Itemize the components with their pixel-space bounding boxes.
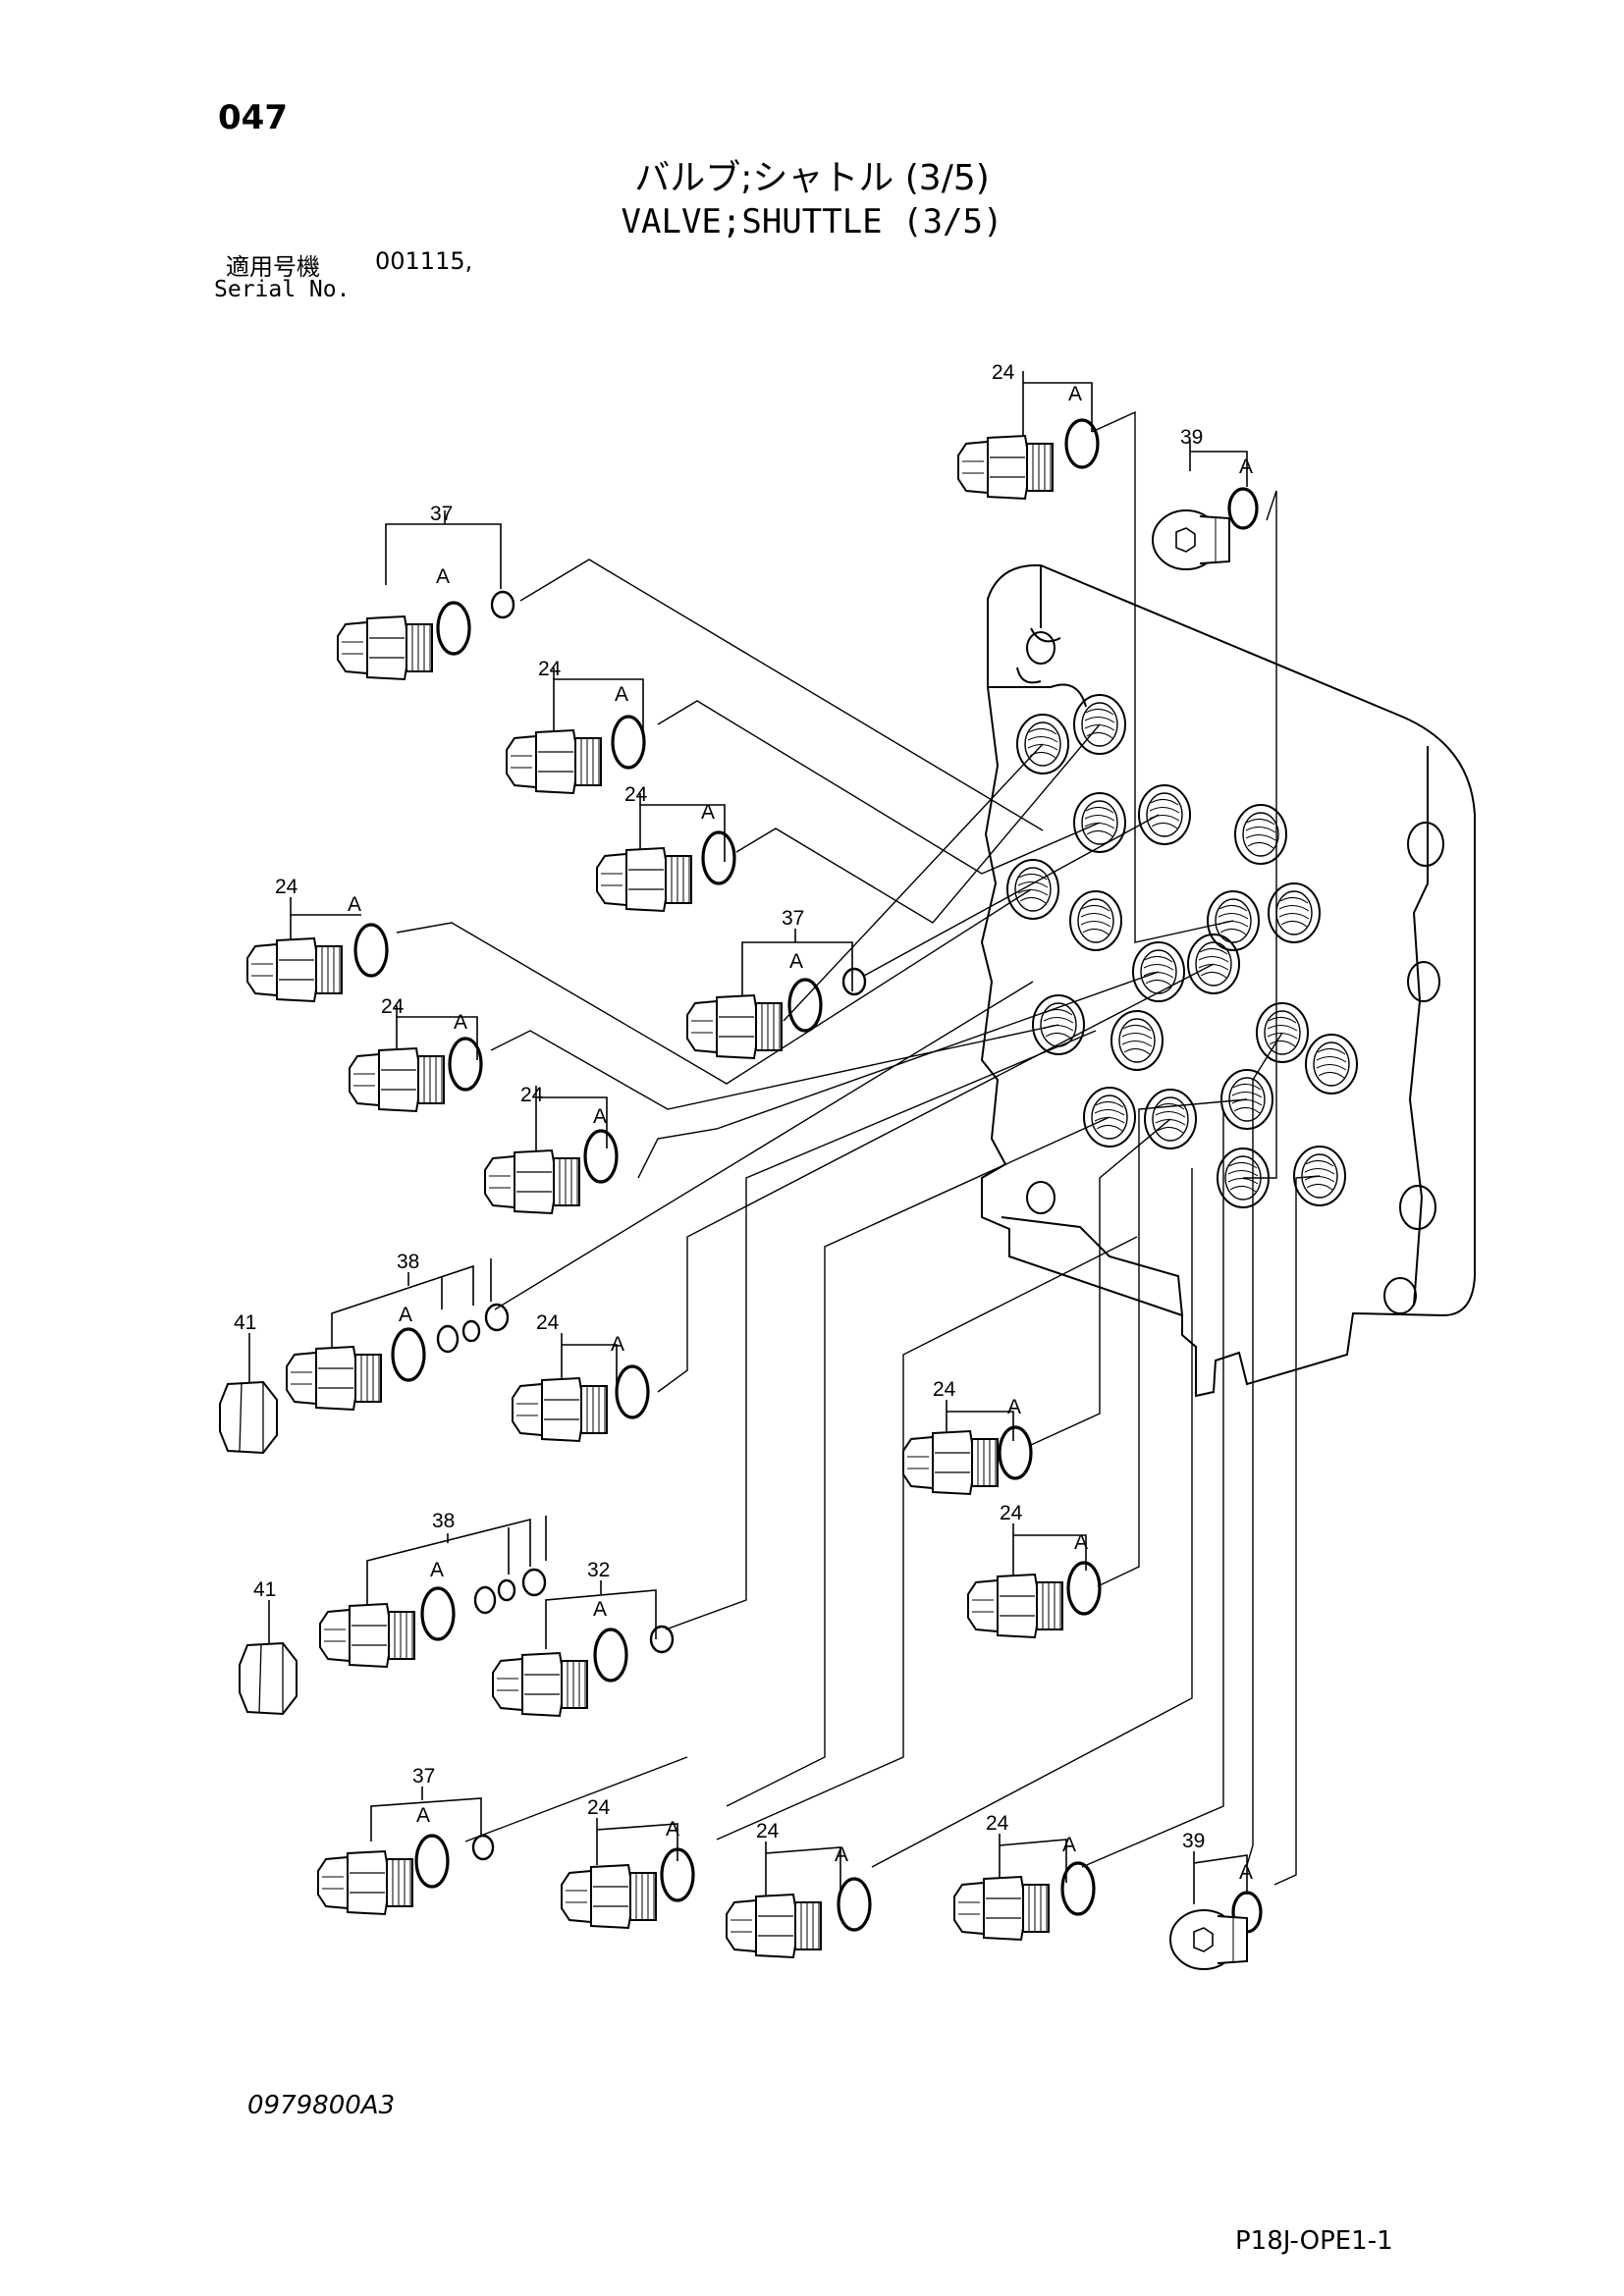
- serial-number-value: 001115,: [375, 247, 473, 275]
- label-24: 24: [275, 876, 298, 898]
- drawing-number: 0979800A3: [247, 2091, 396, 2120]
- label-24: 24: [933, 1378, 956, 1401]
- label-a: A: [666, 1818, 679, 1841]
- part-brackets: [248, 371, 1248, 1904]
- label-38: 38: [432, 1510, 455, 1532]
- label-a: A: [1239, 1861, 1253, 1884]
- label-a: A: [436, 565, 450, 588]
- o-rings: [353, 418, 1263, 1934]
- label-39: 39: [1182, 1830, 1205, 1852]
- label-a: A: [789, 950, 803, 973]
- label-24: 24: [756, 1820, 780, 1842]
- valve-body: [980, 563, 1476, 1398]
- label-39: 39: [1180, 426, 1203, 449]
- hex-socket-plugs: [1152, 509, 1248, 1970]
- plugs: [219, 1381, 298, 1715]
- label-a: A: [399, 1304, 412, 1326]
- label-41: 41: [253, 1578, 276, 1601]
- sheet-code: P18J-OPE1-1: [1235, 2226, 1393, 2256]
- page-number: 047: [218, 98, 288, 137]
- label-41: 41: [234, 1311, 256, 1334]
- label-24: 24: [1000, 1502, 1023, 1524]
- leader-lines: [396, 410, 1321, 1886]
- label-32: 32: [587, 1559, 610, 1581]
- label-a: A: [416, 1804, 430, 1827]
- label-a: A: [1007, 1396, 1021, 1418]
- label-a: A: [1074, 1531, 1088, 1554]
- serial-label-english: Serial No.: [214, 277, 351, 302]
- label-24: 24: [520, 1084, 544, 1106]
- label-24: 24: [538, 658, 562, 680]
- page-title-japanese: バルブ;シャトル (3/5): [634, 158, 990, 198]
- label-24: 24: [986, 1812, 1009, 1835]
- label-38: 38: [397, 1251, 419, 1273]
- label-a: A: [611, 1333, 624, 1356]
- label-37: 37: [430, 503, 453, 525]
- label-a: A: [1068, 383, 1082, 405]
- label-a: A: [835, 1843, 848, 1866]
- label-a: A: [430, 1559, 444, 1581]
- label-24: 24: [992, 361, 1015, 384]
- label-a: A: [701, 801, 715, 824]
- label-a: A: [593, 1598, 607, 1621]
- label-37: 37: [782, 907, 804, 930]
- label-24: 24: [536, 1311, 560, 1334]
- label-a: A: [615, 683, 628, 706]
- backup-rings: [436, 590, 867, 1861]
- label-37: 37: [412, 1765, 435, 1788]
- label-24: 24: [587, 1796, 611, 1819]
- label-a: A: [593, 1105, 607, 1128]
- page-title-english: VALVE;SHUTTLE (3/5): [621, 202, 1003, 241]
- label-a: A: [348, 893, 361, 916]
- label-a: A: [1239, 455, 1253, 478]
- label-a: A: [1062, 1834, 1076, 1856]
- fittings: [246, 435, 1063, 1958]
- label-24: 24: [381, 995, 405, 1018]
- serial-label-japanese: 適用号機: [226, 253, 320, 281]
- label-a: A: [454, 1011, 467, 1034]
- label-24: 24: [624, 783, 648, 806]
- part-number-labels: 37 A 24 A 24 A 24 A 24 A 24 A 37 A 24 A …: [234, 361, 1253, 1884]
